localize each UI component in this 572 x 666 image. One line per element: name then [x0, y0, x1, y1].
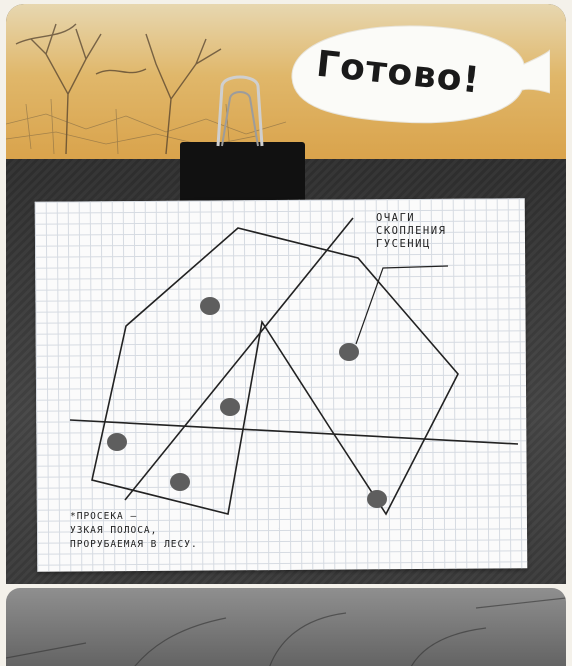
caterpillar-focus [200, 297, 220, 315]
foci-label-line: гусениц [376, 238, 496, 251]
caterpillar-focus [339, 343, 359, 361]
forest-area-outline [92, 228, 458, 514]
footnote-line: прорубаемая в лесу. [70, 538, 290, 552]
caterpillar-focus [220, 398, 240, 416]
foci-label-line: очаги [376, 212, 496, 225]
clearing-line-diagonal [125, 218, 353, 500]
caterpillar-focus [170, 473, 190, 491]
panel-bottom-sketch [6, 588, 566, 666]
footnote-line: *Просека — [70, 510, 290, 524]
foci-pointer [356, 266, 448, 344]
comic-panel-bottom [6, 588, 566, 666]
footnote-line: узкая полоса, [70, 524, 290, 538]
foci-label-line: скопления [376, 225, 496, 238]
caterpillar-focus [367, 490, 387, 508]
footnote: *Просека — узкая полоса, прорубаемая в л… [70, 510, 290, 552]
caterpillar-focus [107, 433, 127, 451]
foci-label: очаги скопления гусениц [376, 212, 496, 251]
clearing-line-horizontal [70, 420, 518, 444]
